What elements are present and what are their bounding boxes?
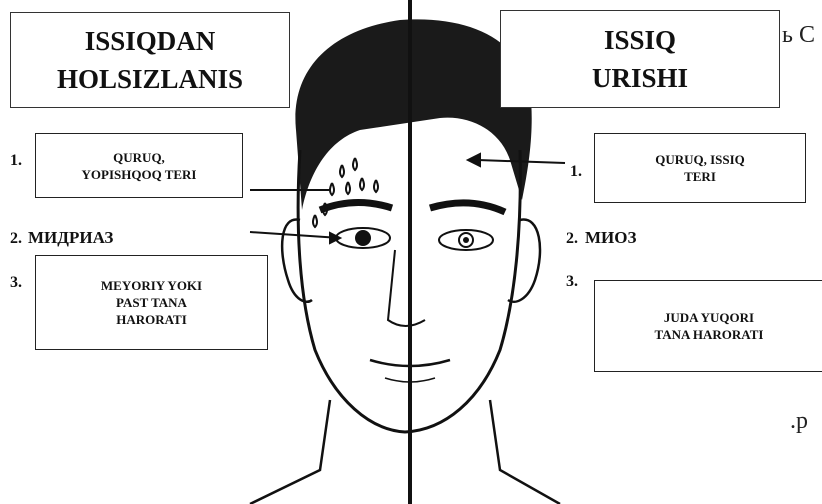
left-title: ISSIQDAN HOLSIZLANIS (57, 22, 243, 98)
left-title-box: ISSIQDAN HOLSIZLANIS (10, 12, 290, 108)
right-sign2-number: 2. (566, 230, 578, 248)
right-sign3-number: 3. (566, 273, 578, 291)
right-sign3-text: JUDA YUQORI TANA HARORATI (655, 309, 764, 343)
left-sign1-box: QURUQ, YOPISHQOQ TERI (35, 133, 243, 198)
right-sign1-number: 1. (570, 163, 582, 181)
stray-text-bottom-right: .р (790, 408, 808, 435)
left-sign2-number: 2. (10, 230, 22, 248)
left-sign1-number: 1. (10, 152, 22, 170)
left-sign3-box: MEYORIY YOKI PAST TANA HARORATI (35, 255, 268, 350)
right-title: ISSIQ URISHI (592, 21, 688, 97)
right-sign3-box: JUDA YUQORI TANA HARORATI (594, 280, 822, 372)
left-sign3-number: 3. (10, 274, 22, 292)
stray-text-top-right: ь С (782, 22, 815, 49)
left-sign3-text: MEYORIY YOKI PAST TANA HARORATI (101, 277, 202, 328)
right-sign1-text: QURUQ, ISSIQ TERI (655, 151, 745, 185)
left-sign1-text: QURUQ, YOPISHQOQ TERI (82, 149, 197, 183)
left-sign2-label: МИДРИАЗ (28, 228, 113, 248)
right-title-box: ISSIQ URISHI (500, 10, 780, 108)
right-sign2-label: МИОЗ (585, 228, 636, 248)
right-sign1-box: QURUQ, ISSIQ TERI (594, 133, 806, 203)
